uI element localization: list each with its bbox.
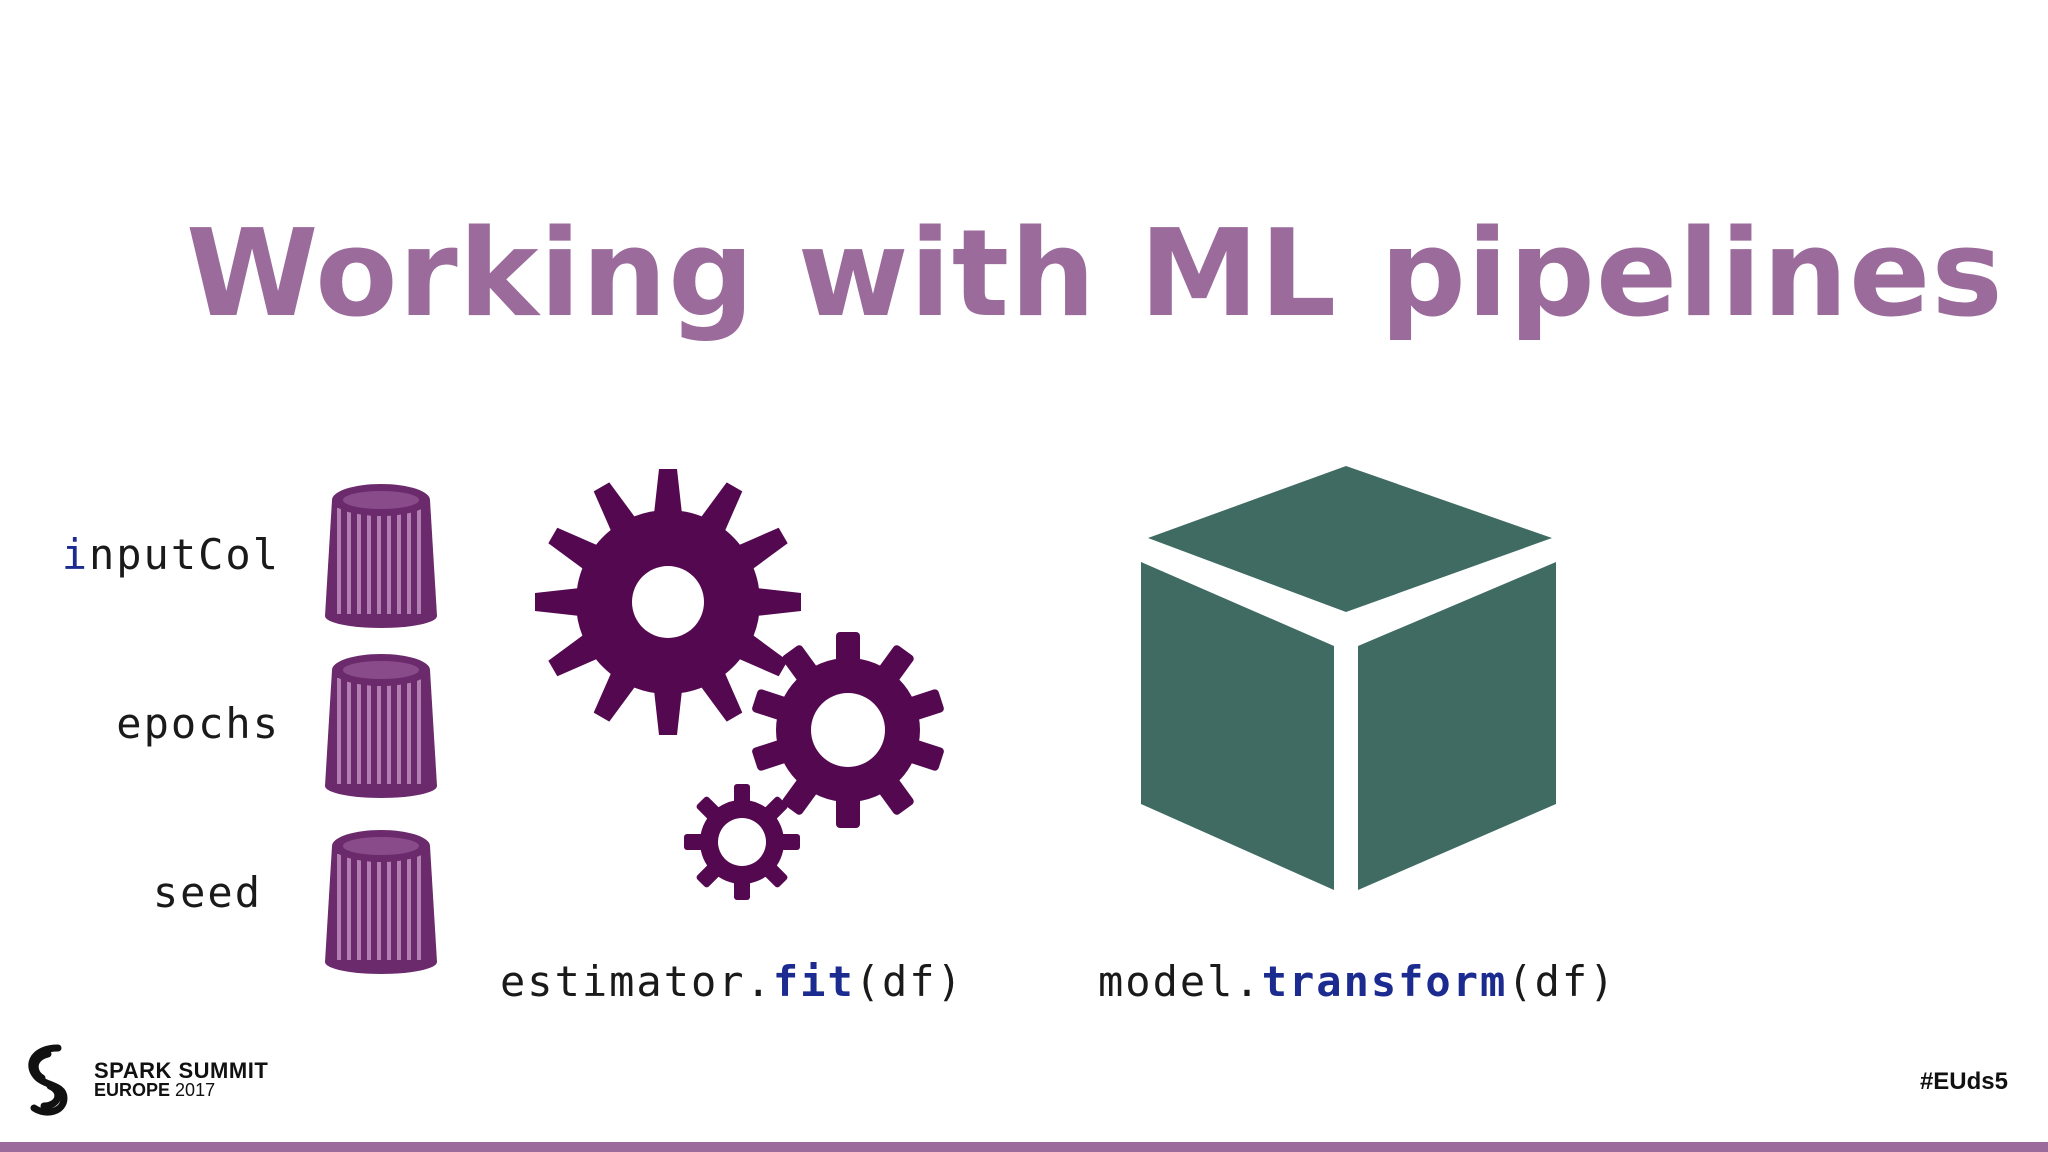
spark-summit-logo: SPARK SUMMIT EUROPE 2017	[18, 1040, 278, 1120]
param-label-inputcol: inputCol	[0, 530, 280, 580]
fit-call: estimator.fit(df)	[500, 957, 964, 1007]
param-label-inputcol-rest: nputCol	[88, 530, 280, 579]
param-label-seed-text: seed	[152, 868, 262, 917]
fit-call-prefix: estimator.	[500, 957, 773, 1006]
hashtag: #EUds5	[1919, 1068, 2008, 1095]
logo-year: 2017	[175, 1080, 216, 1100]
param-label-inputcol-first: i	[61, 530, 89, 579]
slide-title: Working with ML pipelines	[186, 205, 2004, 344]
logo-line2: EUROPE 2017	[94, 1080, 215, 1101]
spark-logo-icon	[28, 1044, 68, 1116]
param-label-seed: seed	[0, 868, 262, 918]
param-label-epochs: epochs	[0, 699, 280, 749]
transform-call-suffix: (df)	[1507, 957, 1617, 1006]
fit-call-suffix: (df)	[854, 957, 964, 1006]
logo-line2-text: EUROPE	[94, 1080, 171, 1100]
knob-icon	[325, 484, 437, 628]
knob-icon	[325, 830, 437, 974]
transform-call: model.transform(df)	[1098, 957, 1616, 1007]
fit-call-method: fit	[772, 957, 855, 1006]
bottom-bar	[0, 1142, 2048, 1152]
logo-line1: SPARK SUMMIT	[94, 1058, 269, 1083]
cube-icon	[1141, 466, 1556, 890]
transform-call-prefix: model.	[1098, 957, 1262, 1006]
transform-call-method: transform	[1261, 957, 1508, 1006]
param-label-epochs-text: epochs	[116, 699, 280, 748]
gears-icon	[535, 469, 945, 900]
knob-icon	[325, 654, 437, 798]
